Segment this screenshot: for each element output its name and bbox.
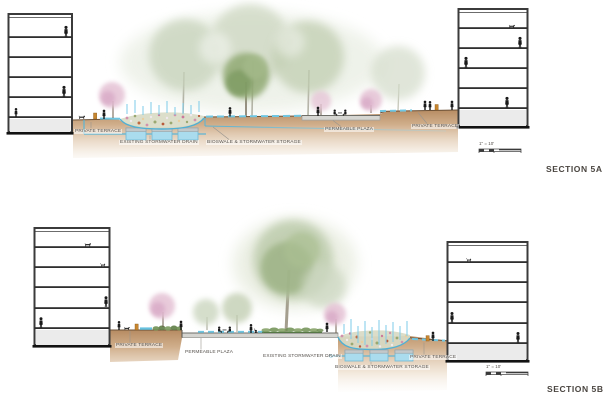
label-existing-stormwater-drain-5b: EXISTING STORMWATER DRAIN <box>262 354 342 360</box>
section-5b-title: SECTION 5B <box>547 384 604 394</box>
storage-box <box>369 349 389 362</box>
label-private-terrace-right-5a: PRIVATE TERRACE <box>411 124 460 130</box>
section-5b-drawing <box>32 218 530 392</box>
trash-can <box>134 323 139 331</box>
trash-can <box>434 104 439 111</box>
section-5a-drawing <box>6 4 530 158</box>
building-left-5a <box>6 13 74 135</box>
leader-lines-5a <box>90 112 428 140</box>
bioswale-5a <box>119 112 205 130</box>
scale-text-5b: 1" = 10' <box>486 364 502 369</box>
graphic-scale-5a <box>478 148 522 154</box>
table <box>222 329 227 331</box>
label-private-terrace-left-5b: PRIVATE TERRACE <box>115 343 164 349</box>
label-private-terrace-right-5b: PRIVATE TERRACE <box>409 355 458 361</box>
bioswale-planting <box>125 113 201 127</box>
blossom-trees-5b <box>149 293 346 333</box>
building-right-5b <box>445 241 530 363</box>
label-existing-stormwater-drain-5a: EXISTING STORMWATER DRAIN <box>119 140 199 146</box>
building-left-5b <box>32 227 112 348</box>
rain-5b <box>343 319 408 346</box>
scale-text-5a: 1" = 10' <box>479 141 495 146</box>
section-5a-title: SECTION 5A <box>546 164 603 174</box>
permeable-plaza-5b <box>181 330 339 338</box>
label-bioswale-storage-5b: BIOSWALE & STORMWATER STORAGE <box>334 365 430 371</box>
trash-can <box>425 335 430 342</box>
label-private-terrace-left-5a: PRIVATE TERRACE <box>74 128 123 134</box>
storage-box <box>125 127 147 141</box>
planting-strips-5b <box>140 325 446 342</box>
storage-box <box>344 349 364 362</box>
label-permeable-plaza-5a: PERMEABLE PLAZA <box>324 127 375 133</box>
label-bioswale-storage-5a: BIOSWALE & STORMWATER STORAGE <box>206 140 302 146</box>
olive-tree-5a <box>223 53 269 117</box>
figures-5b <box>39 243 520 343</box>
figures-5a <box>14 24 522 120</box>
storage-box <box>177 127 199 141</box>
graphic-scale-5b <box>485 371 529 377</box>
table <box>338 112 342 114</box>
trash-can <box>93 112 97 120</box>
storage-box <box>151 127 173 141</box>
building-right-5a <box>456 8 530 129</box>
blossom-trees-5a <box>99 82 382 118</box>
rain-5a <box>126 100 200 115</box>
label-permeable-plaza-5b: PERMEABLE PLAZA <box>184 350 235 356</box>
permeable-plaza-5a <box>301 115 381 121</box>
tree-canopies-5b <box>193 220 346 333</box>
